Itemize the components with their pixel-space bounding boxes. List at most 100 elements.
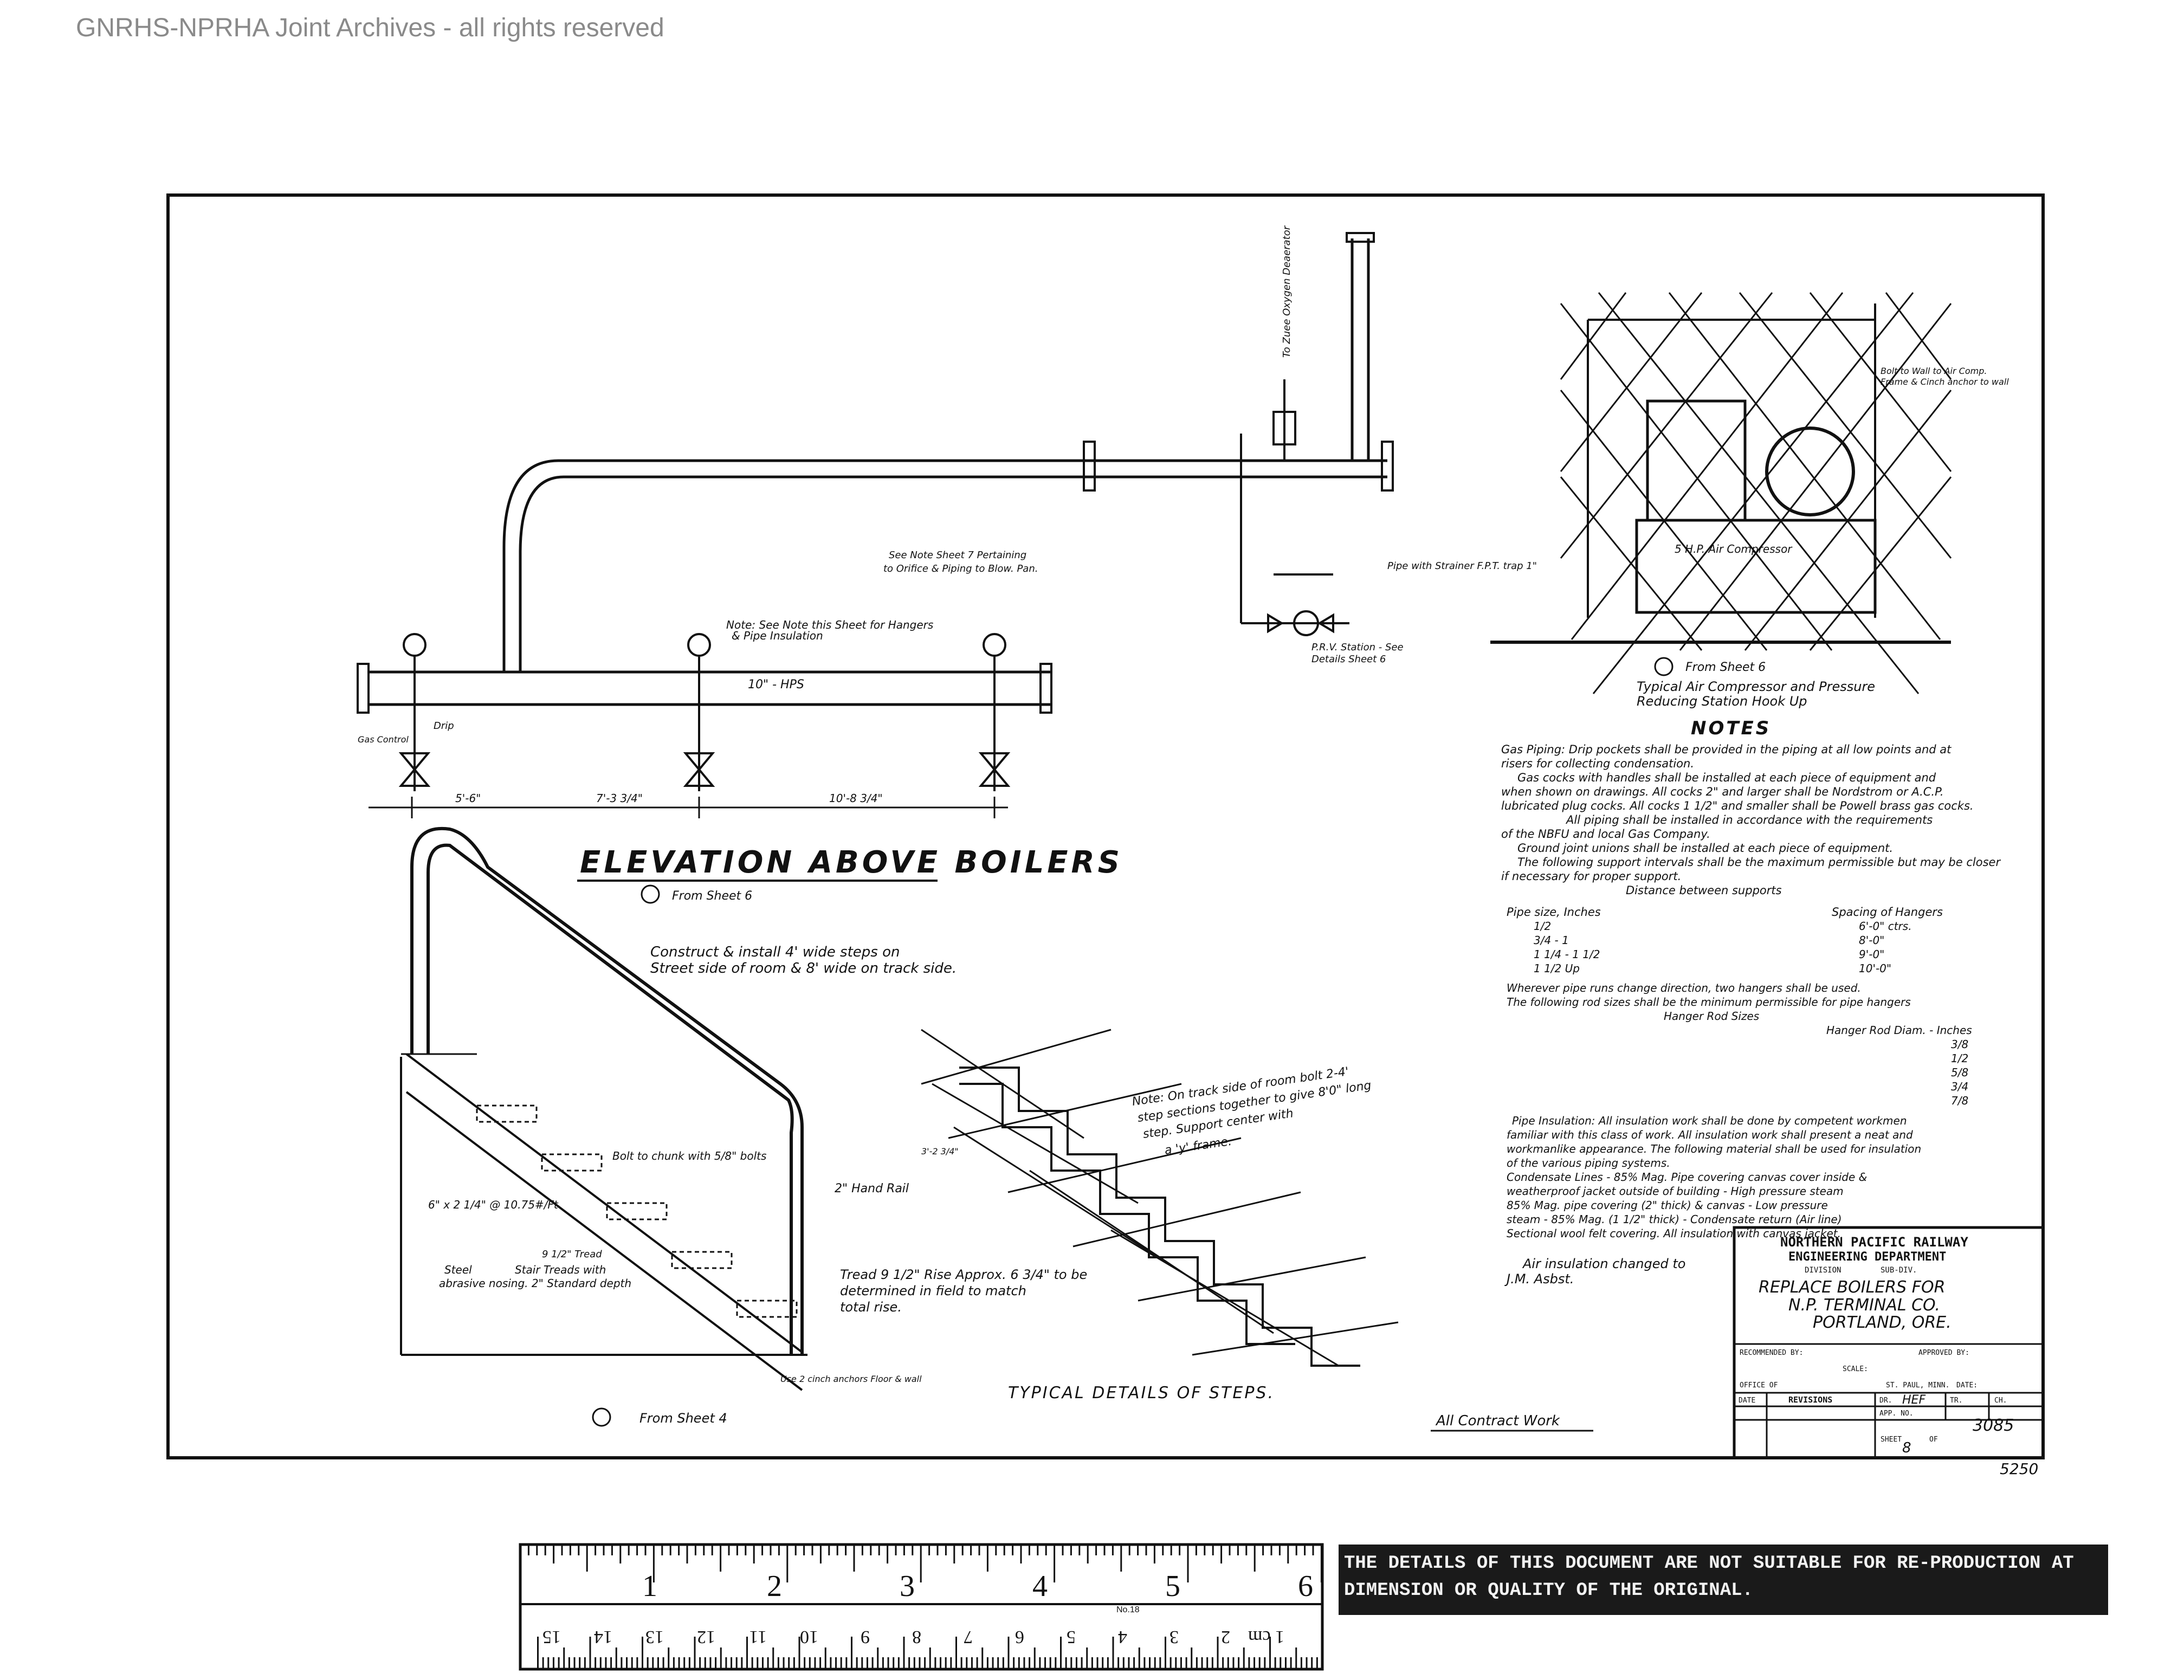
rod-value-5: 7/8 xyxy=(1951,1094,1968,1107)
dim-2: 7'-3 3/4" xyxy=(596,792,643,805)
ruler-cm-7: 7 xyxy=(964,1627,973,1647)
notes-block: NOTES Gas Piping: Drip pockets shall be … xyxy=(1501,718,2001,1287)
rod-header-right: Hanger Rod Diam. - Inches xyxy=(1826,1024,1972,1037)
ruler-cm-11: 11 xyxy=(749,1627,767,1647)
channel-note: 6" x 2 1/4" @ 10.75#/Ft xyxy=(428,1198,559,1211)
app-no-label: APP. NO. xyxy=(1879,1410,1914,1418)
construct-note: Construct & install 4' wide steps on xyxy=(650,944,900,960)
dr-label: DR. xyxy=(1879,1397,1892,1405)
table-header-left: Pipe size, Inches xyxy=(1507,906,1601,919)
insulation-line-9: Sectional wool felt covering. All insula… xyxy=(1507,1227,1841,1240)
rod-value-1: 3/8 xyxy=(1951,1038,1968,1051)
mid-line-1: Wherever pipe runs change direction, two… xyxy=(1507,981,1861,994)
anchors-note: Use 2 cinch anchors Floor & wall xyxy=(780,1374,922,1384)
insulation-line-2: familiar with this class of work. All in… xyxy=(1507,1128,1913,1141)
deaerator-label: To Zuee Oxygen Deaerator xyxy=(1281,225,1293,358)
insulation-line-6: weatherproof jacket outside of building … xyxy=(1507,1185,1844,1198)
ruler-cm-12: 12 xyxy=(697,1627,715,1647)
prv-label-2: Details Sheet 6 xyxy=(1311,654,1386,665)
compressor-title: Typical Air Compressor and Pressure xyxy=(1637,679,1875,694)
notes-line-11: Distance between supports xyxy=(1626,884,1782,897)
notes-line-8: Ground joint unions shall be installed a… xyxy=(1517,842,1893,855)
ruler-cm-9: 9 xyxy=(861,1627,870,1647)
ruler-cm-4: 4 xyxy=(1118,1627,1127,1647)
abrasive-label: abrasive nosing. 2" Standard depth xyxy=(439,1277,631,1290)
ruler-brand: No.18 xyxy=(1116,1605,1140,1614)
orifice-note: See Note Sheet 7 Pertaining xyxy=(889,550,1026,561)
prv-label: P.R.V. Station - See xyxy=(1311,642,1404,653)
insulation-line-3: workmanlike appearance. The following ma… xyxy=(1507,1142,1921,1155)
steel-label: Steel xyxy=(444,1263,472,1276)
insulation-line-7: 85% Mag. pipe covering (2" thick) & canv… xyxy=(1507,1199,1828,1212)
archive-watermark: GNRHS-NPRHA Joint Archives - all rights … xyxy=(76,14,664,42)
ruler-cm-13: 13 xyxy=(645,1627,664,1647)
drip-label: Drip xyxy=(434,720,454,732)
notes-line-4: when shown on drawings. All cocks 2" and… xyxy=(1501,785,1944,798)
subdiv-label: SUB-DIV. xyxy=(1881,1266,1917,1275)
company-name: NORTHERN PACIFIC RAILWAY xyxy=(1780,1235,1968,1250)
compressor-title-2: Reducing Station Hook Up xyxy=(1637,694,1807,709)
table-row-4-spacing: 10'-0" xyxy=(1859,962,1891,975)
date-label: DATE: xyxy=(1956,1381,1978,1390)
ruler-cm-1: 1 cm xyxy=(1248,1627,1284,1647)
table-row-4-size: 1 1/2 Up xyxy=(1534,962,1580,975)
ruler-inch-3: 3 xyxy=(900,1569,915,1603)
insulation-line-5: Condensate Lines - 85% Mag. Pipe coverin… xyxy=(1507,1171,1867,1184)
ruler-cm-14: 14 xyxy=(594,1627,612,1647)
drawing-number: 3085 xyxy=(1973,1416,2014,1435)
table-row-1-size: 1/2 xyxy=(1534,920,1551,933)
ruler-cm-10: 10 xyxy=(800,1627,818,1647)
notes-line-9: The following support intervals shall be… xyxy=(1517,856,2001,869)
table-header-right: Spacing of Hangers xyxy=(1832,906,1943,919)
disclaimer-band xyxy=(1339,1545,2108,1615)
construct-note-2: Street side of room & 8' wide on track s… xyxy=(650,960,957,977)
bolt-note: Bolt to chunk with 5/8" bolts xyxy=(612,1149,766,1162)
tread-rise-note-3: total rise. xyxy=(840,1300,902,1315)
hand-rail-label: 2" Hand Rail xyxy=(835,1182,909,1196)
all-contract-work: All Contract Work xyxy=(1435,1413,1560,1429)
gas-control-label: Gas Control xyxy=(358,734,409,745)
table-row-1-spacing: 6'-0" ctrs. xyxy=(1859,920,1912,933)
tread-label: 9 1/2" Tread xyxy=(542,1249,602,1260)
table-row-2-spacing: 8'-0" xyxy=(1859,934,1884,947)
elevation-title: ELEVATION ABOVE BOILERS xyxy=(580,845,1123,880)
division-label: DIVISION xyxy=(1805,1266,1841,1275)
ruler-inch-6: 6 xyxy=(1298,1569,1313,1603)
insulation-changed-2: J.M. Asbst. xyxy=(1504,1271,1574,1287)
valve-stack-3 xyxy=(978,633,1011,791)
sheet-label: SHEET xyxy=(1881,1436,1902,1444)
track-note-4: a 'y' frame. xyxy=(1164,1135,1232,1158)
mid-line-2: The following rod sizes shall be the min… xyxy=(1507,996,1911,1009)
table-row-3-size: 1 1/4 - 1 1/2 xyxy=(1534,948,1600,961)
of-label: OF xyxy=(1929,1436,1938,1444)
insulation-changed: Air insulation changed to xyxy=(1522,1256,1685,1271)
dim-3: 10'-8 3/4" xyxy=(829,792,883,805)
ruler-cm-6: 6 xyxy=(1015,1627,1024,1647)
title-line-2: N.P. TERMINAL CO. xyxy=(1788,1296,1940,1315)
stair-section xyxy=(400,826,807,1391)
title-line-1: REPLACE BOILERS FOR xyxy=(1759,1278,1945,1297)
department-name: ENGINEERING DEPARTMENT xyxy=(1788,1250,1946,1264)
date-col-label: DATE xyxy=(1739,1397,1755,1405)
compressor-note-2: Frame & Cinch anchor to wall xyxy=(1881,377,2009,387)
from-sheet-4-label: From Sheet 4 xyxy=(639,1411,727,1426)
notes-line-3: Gas cocks with handles shall be installe… xyxy=(1517,771,1936,784)
typical-steps-detail xyxy=(921,1029,1399,1367)
hanger-note-2: & Pipe Insulation xyxy=(732,629,823,642)
rod-value-4: 3/4 xyxy=(1951,1080,1968,1093)
pipe-size-label: 10" - HPS xyxy=(748,678,804,692)
ruler-cm-8: 8 xyxy=(912,1627,921,1647)
drawing-border xyxy=(166,193,2045,1459)
from-sheet-6-label: From Sheet 6 xyxy=(672,889,752,903)
notes-line-10: if necessary for proper support. xyxy=(1501,870,1681,883)
table-row-3-spacing: 9'-0" xyxy=(1859,948,1884,961)
tread-rise-note-2: determined in field to match xyxy=(840,1283,1026,1298)
notes-line-1: Gas Piping: Drip pockets shall be provid… xyxy=(1501,743,1952,756)
revisions-label: REVISIONS xyxy=(1788,1395,1832,1405)
insulation-line-8: steam - 85% Mag. (1 1/2" thick) - Conden… xyxy=(1507,1213,1842,1226)
rod-value-2: 1/2 xyxy=(1951,1052,1968,1065)
sheet-value: 8 xyxy=(1902,1440,1911,1456)
ch-label: CH. xyxy=(1994,1397,2007,1405)
elevation-above-boilers xyxy=(357,232,1394,818)
orifice-note-2: to Orifice & Piping to Blow. Pan. xyxy=(883,563,1038,574)
